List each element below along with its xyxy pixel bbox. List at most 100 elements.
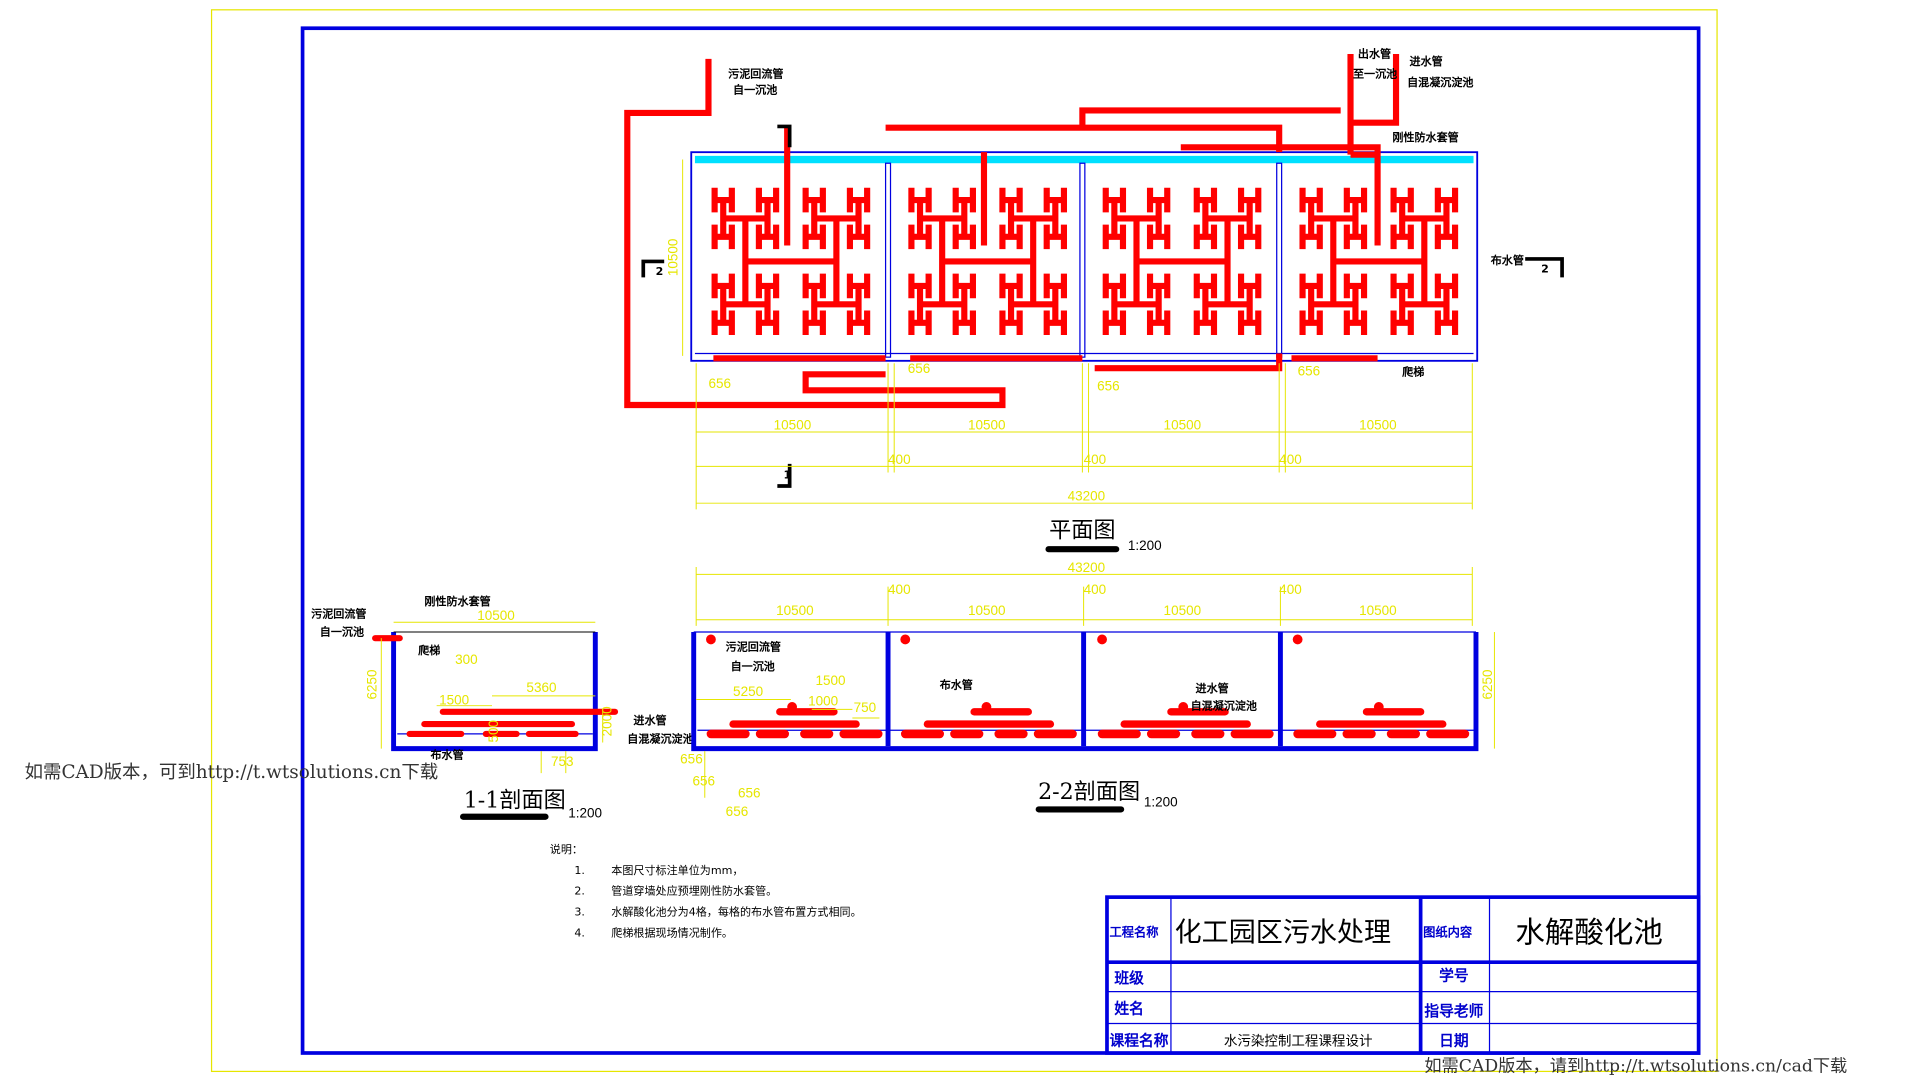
dim-656-3: 656 (1097, 378, 1120, 393)
s22-label-to-tank1: 自一沉池 (731, 659, 775, 673)
tb-course-value: 水污染控制工程课程设计 (1224, 1034, 1373, 1050)
tb-student-id-label: 学号 (1439, 967, 1469, 985)
note-num: 3. (574, 906, 585, 919)
dim-total: 43200 (1068, 489, 1106, 504)
s22-title: 2-2剖面图 (1038, 779, 1140, 805)
notes: 说明： 1. 本图尺寸标注单位为mm， 2. 管道穿墙处应预埋刚性防水套管。 3… (550, 842, 862, 939)
tb-project-label: 工程名称 (1109, 924, 1159, 939)
s22-label-distributor: 布水管 (940, 678, 973, 692)
s22-dim-cell-4: 10500 (1359, 603, 1397, 618)
s11-label-to-tank1: 自一沉池 (320, 625, 364, 639)
label-outlet-to: 至一沉池 (1353, 66, 1397, 80)
label-to-tank1: 自一沉池 (733, 82, 777, 96)
distribution-pipe (1007, 285, 1059, 323)
section-2-label-right: 2 (1541, 262, 1549, 275)
distributor-riser (981, 702, 992, 712)
distributor-riser (1178, 702, 1189, 712)
note-text: 水解酸化池分为4格，每格的布水管布置方式相同。 (611, 905, 861, 919)
label-inlet-pipe: 进水管 (1410, 54, 1443, 68)
s11-label-sleeve: 刚性防水套管 (424, 594, 490, 608)
label-sludge-return: 污泥回流管 (728, 66, 783, 80)
dim-wall-3: 400 (1279, 452, 1302, 467)
tb-content-value: 水解酸化池 (1515, 916, 1663, 950)
s22-dim-wall-1: 400 (888, 582, 911, 597)
note-num: 4. (574, 926, 585, 939)
label-inlet-from: 自混凝沉淀池 (1407, 75, 1473, 89)
note-text: 管道穿墙处应预埋刚性防水套管。 (611, 884, 777, 898)
title-block: 工程名称 化工园区污水处理 图纸内容 水解酸化池 班级 学号 姓名 指导老师 课… (1105, 895, 1701, 1055)
section-1-1: 污泥回流管 自一沉池 刚性防水套管 爬梯 布水管 进水管 自混凝沉淀池 1050… (311, 594, 693, 820)
s22-label-inlet: 进水管 (1196, 681, 1229, 695)
section-mark-2-right (1525, 257, 1564, 278)
s22-dim-656-4: 656 (726, 804, 749, 819)
s11-dim-500: 500 (486, 720, 501, 743)
distributor-riser (1373, 702, 1384, 712)
section-2-2: 43200 10500 10500 10500 10500 400 400 40… (680, 560, 1495, 819)
s22-dim-656-3: 656 (738, 786, 761, 801)
label-outlet-pipe: 出水管 (1358, 47, 1391, 61)
section-2-label-left: 2 (656, 265, 664, 278)
partition-wall (884, 162, 892, 358)
s22-underline (1035, 806, 1125, 813)
tank-outline (690, 151, 1479, 362)
s11-label-inlet-from: 自混凝沉淀池 (627, 732, 693, 746)
s11-dim-width: 10500 (477, 608, 515, 623)
s11-label-ladder: 爬梯 (417, 643, 440, 657)
tb-advisor-label: 指导老师 (1424, 1002, 1483, 1020)
plan-view: 1 2 2 污泥回流管 自一沉池 出水管 至一沉池 进水管 自混凝沉淀池 刚性防… (624, 47, 1564, 553)
distributor-riser (787, 702, 798, 712)
note-num: 1. (574, 864, 585, 877)
note-text: 爬梯根据现场情况制作。 (611, 925, 733, 939)
label-distributor: 布水管 (1491, 253, 1524, 267)
distribution-header (1133, 218, 1231, 305)
plan-title: 平面图 (1049, 518, 1115, 544)
section-mark-2-left (641, 259, 665, 278)
sludge-pipe-section (1292, 634, 1303, 645)
s22-scale: 1:200 (1144, 794, 1178, 809)
dim-width: 10500 (666, 239, 681, 277)
distribution-header (742, 218, 840, 305)
partition-wall (1276, 162, 1283, 358)
s11-dim-5360: 5360 (526, 680, 556, 695)
distribution-pipe (1202, 285, 1253, 323)
s22-label-sludge: 污泥回流管 (726, 639, 781, 653)
s11-scale: 1:200 (568, 805, 602, 820)
dim-cell-4: 10500 (1359, 418, 1397, 433)
s22-dim-cell-3: 10500 (1164, 603, 1202, 618)
cyan-channel (694, 155, 1474, 164)
sludge-pipe-section (706, 634, 716, 645)
s11-underline (460, 813, 549, 820)
distribution-pipe (811, 285, 862, 323)
s22-dim-cell-2: 10500 (968, 603, 1006, 618)
dim-wall-1: 400 (888, 452, 911, 467)
s22-dim-depth: 6250 (1480, 670, 1495, 700)
s22-dim-total: 43200 (1068, 560, 1106, 575)
section-1-label: 1 (783, 469, 791, 482)
dim-cell-1: 10500 (774, 418, 812, 433)
watermark-left: 如需CAD版本，可到http://t.wtsolutions.cn下载 (25, 762, 439, 783)
tb-project-value: 化工园区污水处理 (1175, 917, 1391, 948)
distribution-header (1330, 218, 1428, 305)
distribution-pipe (720, 285, 771, 323)
drawing-border (300, 26, 1701, 1055)
s11-label-inlet: 进水管 (633, 713, 666, 727)
dim-656-1: 656 (708, 376, 731, 391)
s22-dim-5250: 5250 (733, 684, 763, 699)
tb-course-label: 课程名称 (1109, 1032, 1168, 1050)
label-ladder: 爬梯 (1401, 365, 1424, 379)
distribution-pipe (1399, 285, 1450, 323)
s11-dim-300: 300 (455, 652, 478, 667)
s11-label-distributor: 布水管 (430, 747, 463, 761)
s11-label-sludge: 污泥回流管 (311, 606, 366, 620)
note-num: 2. (574, 885, 585, 898)
section-mark-1-bottom (777, 463, 792, 488)
sludge-pipe-section (1097, 634, 1107, 645)
s22-dim-wall-3: 400 (1279, 582, 1302, 597)
s22-dim-656-2: 656 (692, 773, 715, 788)
dim-656-2: 656 (908, 361, 931, 376)
tb-content-label: 图纸内容 (1423, 924, 1473, 939)
outer-frame (210, 9, 1718, 1073)
tb-class-label: 班级 (1114, 969, 1144, 987)
note-text: 本图尺寸标注单位为mm， (611, 863, 743, 877)
